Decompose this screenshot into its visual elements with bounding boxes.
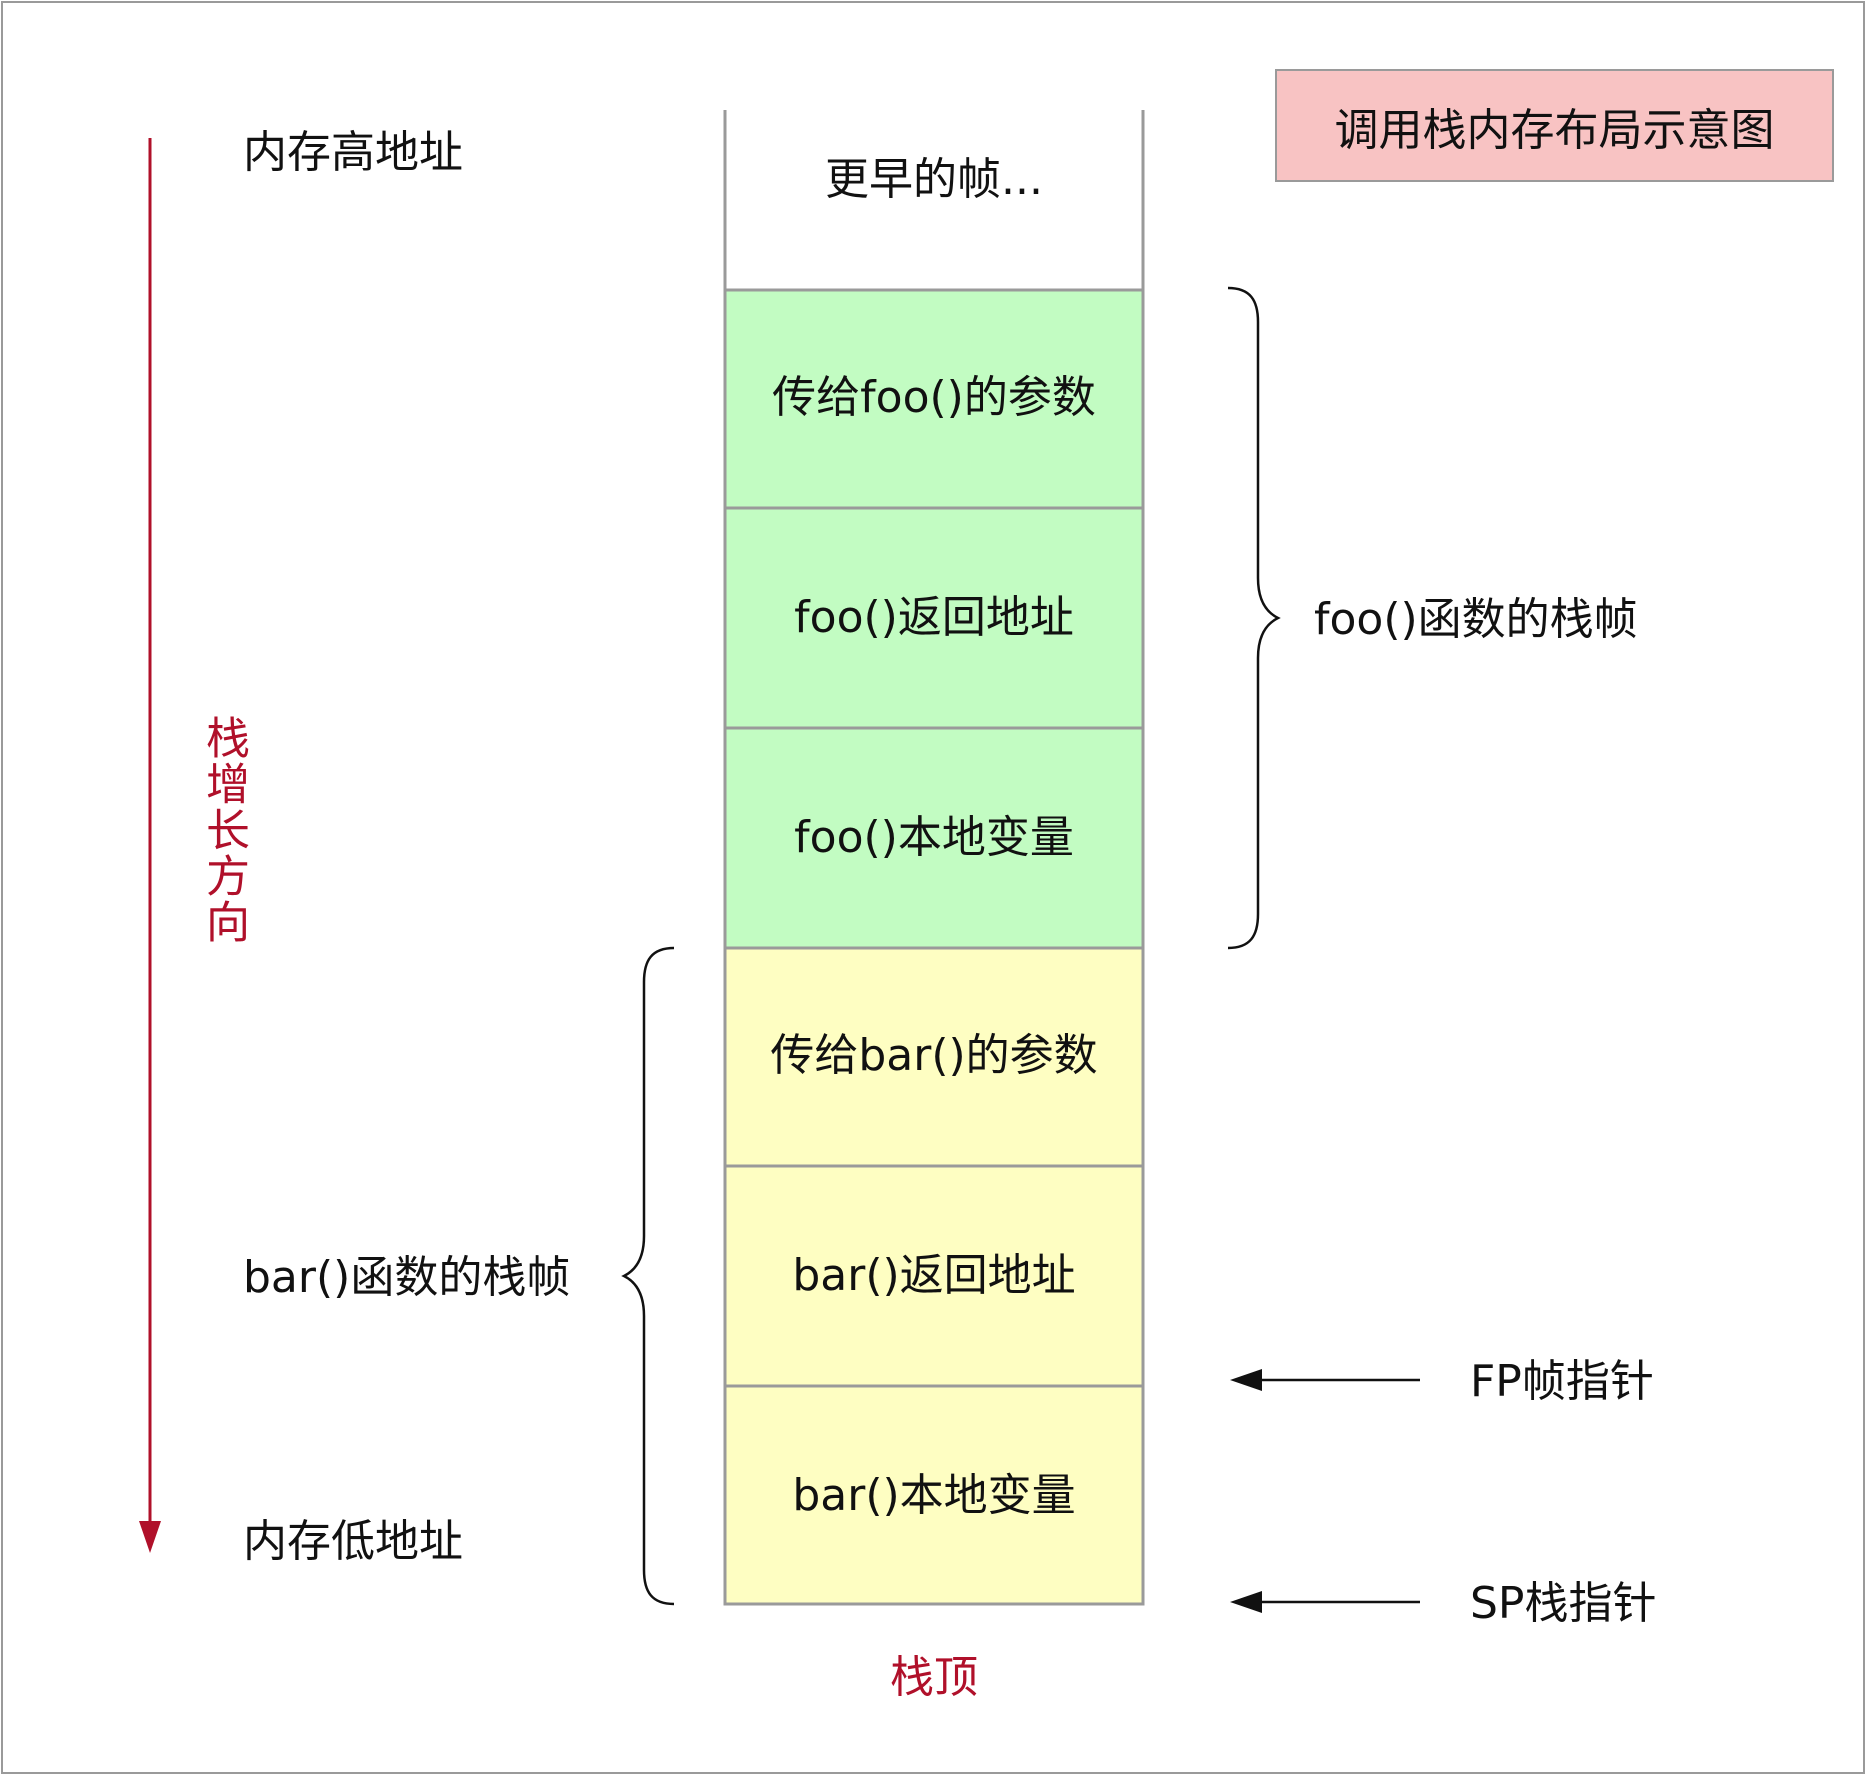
stack-cell-label-foo-args: 传给foo()的参数 xyxy=(772,372,1096,423)
stack-cell-foo-return-address xyxy=(723,506,1145,730)
sp-pointer-arrow-head xyxy=(1230,1591,1262,1613)
stack-cell-bar-args xyxy=(723,946,1145,1168)
stack-cell-label-bar-return-address: bar()返回地址 xyxy=(792,1250,1076,1301)
fp-pointer-arrow-head xyxy=(1230,1369,1262,1391)
fp-pointer-label: FP帧指针 xyxy=(1470,1356,1654,1407)
memory-low-label: 内存低地址 xyxy=(243,1516,463,1567)
diagram-title: 调用栈内存布局示意图 xyxy=(1334,104,1775,156)
stack-cell-label-earlier-frames: 更早的帧... xyxy=(825,154,1043,205)
bar-frame-brace xyxy=(621,946,675,1606)
stack-cell-foo-locals xyxy=(723,726,1145,950)
growth-direction-label: 栈增长方向 xyxy=(198,715,249,945)
stack-cell-label-foo-return-address: foo()返回地址 xyxy=(794,592,1074,643)
stack-cell-label-bar-args: 传给bar()的参数 xyxy=(770,1030,1098,1081)
memory-high-label: 内存高地址 xyxy=(243,127,463,178)
stack-cells xyxy=(723,288,1145,1606)
foo-frame-label: foo()函数的栈帧 xyxy=(1314,594,1638,645)
stack-cell-label-bar-locals: bar()本地变量 xyxy=(792,1470,1076,1521)
stack-cell-label-foo-locals: foo()本地变量 xyxy=(794,812,1074,863)
bar-frame-label: bar()函数的栈帧 xyxy=(243,1252,571,1303)
growth-arrow-head xyxy=(139,1521,161,1553)
stack-cell-foo-args xyxy=(723,288,1145,510)
diagram-title-box: 调用栈内存布局示意图 xyxy=(1275,69,1834,182)
sp-pointer-label: SP栈指针 xyxy=(1470,1578,1657,1629)
stack-top-label: 栈顶 xyxy=(890,1652,978,1703)
stack-cell-bar-locals xyxy=(723,1384,1145,1606)
foo-frame-brace xyxy=(1227,286,1281,950)
